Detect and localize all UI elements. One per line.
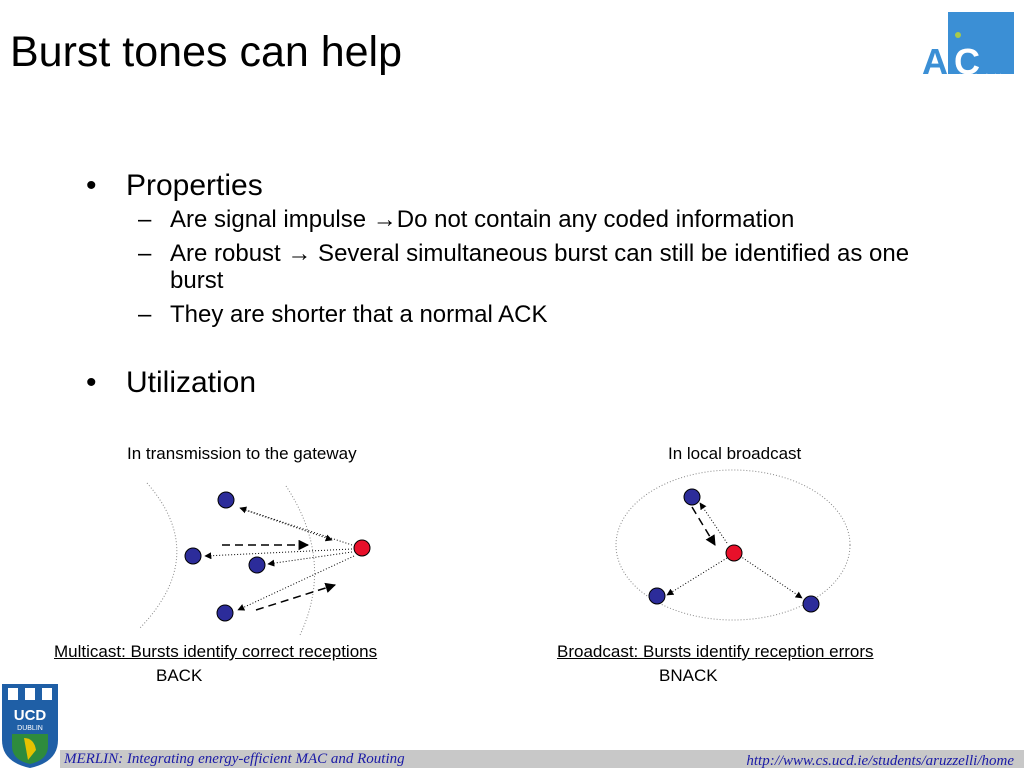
range-arc [139, 482, 178, 629]
dotted-transmission-arrow [267, 551, 353, 567]
dotted-transmission-arrow [244, 509, 333, 542]
right-diagram-label: In local broadcast [668, 444, 802, 463]
dotted-transmission-arrow [666, 557, 728, 596]
range-arc [285, 485, 315, 636]
sub-bullet: Are robust → Several simultaneous burst … [126, 240, 946, 294]
aic-logo-letters: AIC [922, 41, 980, 82]
node-blue [248, 556, 266, 574]
dotted-transmission-arrow [237, 555, 355, 611]
node-source-red [725, 544, 743, 562]
bullet-properties: Properties Are signal impulse →Do not co… [86, 168, 946, 365]
node-gateway-red [353, 539, 371, 557]
properties-sublist: Are signal impulse →Do not contain any c… [126, 206, 946, 328]
dashed-burst-arrow [691, 506, 716, 546]
bullet-utilization: Utilization [86, 365, 946, 401]
sub-bullet: Are signal impulse →Do not contain any c… [126, 206, 946, 233]
footer-url-link[interactable]: http://www.cs.ucd.ie/students/aruzzelli/… [746, 753, 1014, 769]
footer-bar [60, 750, 1024, 768]
node-blue [683, 488, 701, 506]
broadcast-range [615, 469, 851, 621]
node-blue [802, 595, 820, 613]
dotted-transmission-arrow [739, 555, 803, 599]
dotted-transmission-arrow [699, 502, 728, 544]
aic-logo-dot [955, 32, 961, 38]
ucd-logo-text: UCD [14, 707, 47, 724]
node-blue [217, 491, 235, 509]
slide-title: Burst tones can help [10, 28, 403, 76]
aic-logo-tagline: adaptive information cluster [956, 72, 1005, 77]
right-diagram-caption: Broadcast: Bursts identify reception err… [557, 642, 874, 661]
bullet-list: Properties Are signal impulse →Do not co… [86, 168, 946, 401]
aic-logo-square [948, 12, 1014, 74]
harp-icon [24, 738, 36, 760]
node-blue [184, 547, 202, 565]
right-diagram-acronym: BNACK [659, 666, 718, 685]
ucd-logo: UCD DUBLIN [2, 684, 58, 768]
aic-logo-letters-ai: AI [922, 41, 956, 82]
footer-left-text: MERLIN: Integrating energy-efficient MAC… [64, 751, 405, 767]
ucd-logo-subtext: DUBLIN [17, 725, 43, 732]
dotted-transmission-arrow [204, 548, 353, 560]
node-blue [648, 587, 666, 605]
dashed-burst-arrow [255, 582, 337, 611]
sub-bullet: They are shorter that a normal ACK [126, 301, 946, 328]
left-diagram-label: In transmission to the gateway [127, 444, 357, 463]
bullet-properties-label: Properties [126, 169, 263, 202]
left-diagram-caption: Multicast: Bursts identify correct recep… [54, 642, 378, 661]
left-diagram-acronym: BACK [156, 666, 203, 685]
aic-logo-letter-c: C [954, 41, 980, 82]
aic-logo: AIC adaptive information cluster [922, 12, 1014, 82]
bullet-utilization-label: Utilization [126, 366, 257, 399]
node-blue [216, 604, 234, 622]
